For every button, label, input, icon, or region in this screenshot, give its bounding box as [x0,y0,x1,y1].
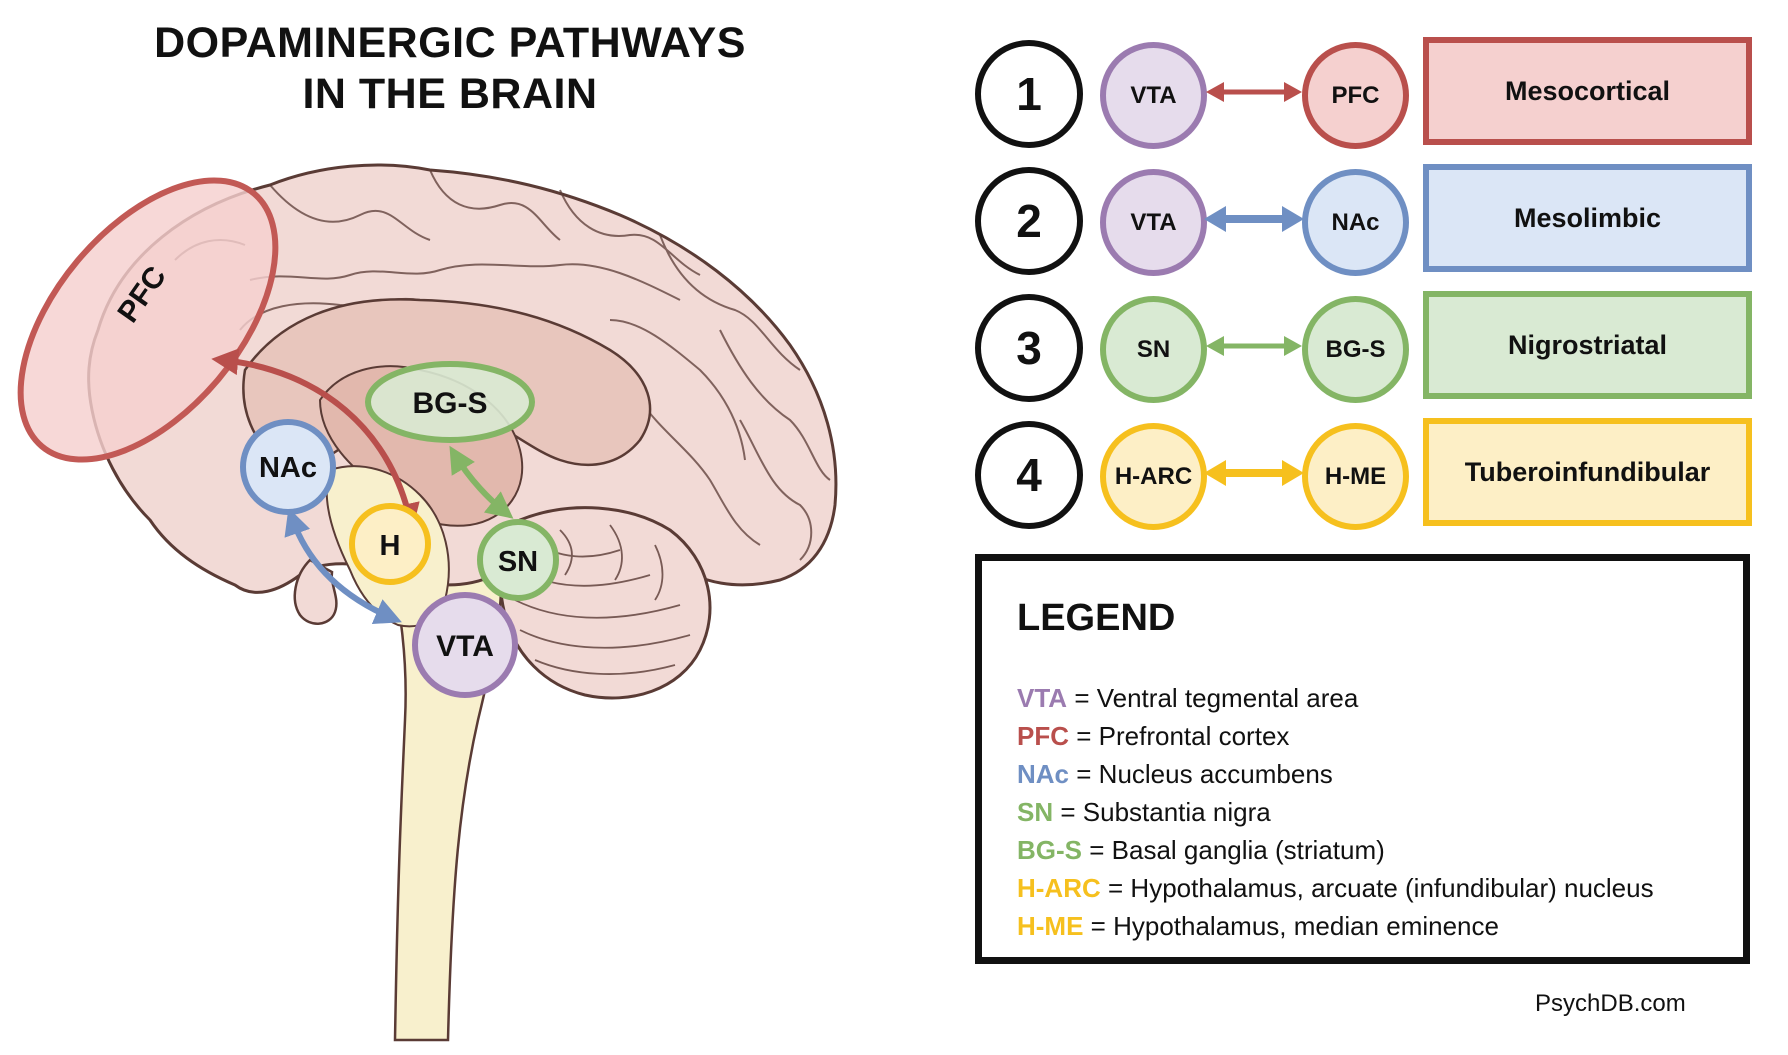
legend-list: VTA = Ventral tegmental area PFC = Prefr… [1017,679,1654,945]
pathway-number: 3 [975,294,1083,402]
legend-item: NAc = Nucleus accumbens [1017,755,1654,793]
pathway-name-box: Mesolimbic [1423,164,1752,272]
pathway-name-box: Mesocortical [1423,37,1752,145]
legend-box: LEGEND VTA = Ventral tegmental area PFC … [975,554,1750,964]
pathway-name-box: Nigrostriatal [1423,291,1752,399]
legend-separator: = [1076,759,1092,789]
pathway-from-node: VTA [1100,42,1207,149]
legend-separator: = [1089,835,1105,865]
legend-abbr: H-ARC [1017,873,1101,903]
legend-abbr: BG-S [1017,835,1082,865]
legend-item: SN = Substantia nigra [1017,793,1654,831]
legend-desc: Hypothalamus, arcuate (infundibular) nuc… [1130,873,1654,903]
legend-desc: Basal ganglia (striatum) [1111,835,1385,865]
legend-abbr: PFC [1017,721,1069,751]
double-arrow-icon [1206,82,1302,102]
legend-separator: = [1074,683,1090,713]
brain-illustration: PFC BG-S NAc H SN VTA [17,163,838,1042]
legend-item: H-ARC = Hypothalamus, arcuate (infundibu… [1017,869,1654,907]
pathway-to-node: H-ME [1302,423,1409,530]
pathway-to-node: BG-S [1302,296,1409,403]
pathway-from-node: H-ARC [1100,423,1207,530]
legend-item: BG-S = Basal ganglia (striatum) [1017,831,1654,869]
bgs-node: BG-S [365,361,535,443]
pathway-from-node: VTA [1100,169,1207,276]
legend-desc: Hypothalamus, median eminence [1113,911,1499,941]
pathway-number: 1 [975,40,1083,148]
pathway-name-box: Tuberoinfundibular [1423,418,1752,526]
nigrostriatal-arrow [449,445,514,519]
sn-node: SN [477,519,559,601]
pituitary [293,558,338,625]
legend-separator: = [1060,797,1076,827]
gyri-lines [174,169,831,561]
nac-node: NAc [240,419,336,515]
pathway-to-node: NAc [1302,169,1409,276]
double-arrow-icon [1206,336,1302,356]
pathway-number: 2 [975,167,1083,275]
pathway-row-2: 2 VTA NAc Mesolimbic [975,164,1755,277]
pathway-row-4: 4 H-ARC H-ME Tuberoinfundibular [975,418,1755,531]
legend-abbr: SN [1017,797,1054,827]
legend-separator: = [1076,721,1092,751]
legend-desc: Prefrontal cortex [1098,721,1290,751]
double-arrow-icon [1204,460,1304,486]
figure-title: DOPAMINERGIC PATHWAYS IN THE BRAIN [120,18,780,120]
mesolimbic-arrow [284,507,402,625]
nac-brain-label: NAc [259,452,317,484]
legend-desc: Substantia nigra [1082,797,1271,827]
legend-abbr: VTA [1017,683,1068,713]
legend-title: LEGEND [1017,597,1176,639]
mesocortical-arrow [211,348,420,531]
legend-desc: Ventral tegmental area [1096,683,1359,713]
pathway-row-3: 3 SN BG-S Nigrostriatal [975,291,1755,404]
pathway-number: 4 [975,421,1083,529]
title-line-2: IN THE BRAIN [302,70,598,118]
legend-item: PFC = Prefrontal cortex [1017,717,1654,755]
legend-separator: = [1090,911,1106,941]
pathway-to-node: PFC [1302,42,1409,149]
h-brain-label: H [380,530,401,562]
h-node: H [349,503,431,585]
bgs-brain-label: BG-S [413,387,488,420]
pathway-row-1: 1 VTA PFC Mesocortical [975,37,1755,150]
legend-abbr: H-ME [1017,911,1084,941]
legend-abbr: NAc [1017,759,1070,789]
pathway-from-node: SN [1100,296,1207,403]
double-arrow-icon [1204,206,1304,232]
vta-node: VTA [412,592,518,698]
legend-item: H-ME = Hypothalamus, median eminence [1017,907,1654,945]
legend-separator: = [1108,873,1124,903]
vta-brain-label: VTA [436,630,494,663]
legend-item: VTA = Ventral tegmental area [1017,679,1654,717]
credit-text: PsychDB.com [1535,990,1686,1017]
title-line-1: DOPAMINERGIC PATHWAYS [154,19,746,67]
sn-brain-label: SN [498,546,538,578]
legend-desc: Nucleus accumbens [1098,759,1333,789]
